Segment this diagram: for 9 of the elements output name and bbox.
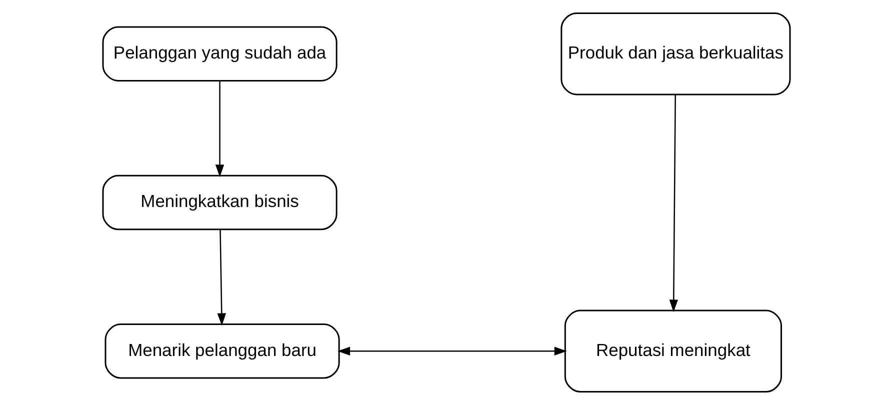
node-box: Pelanggan yang sudah ada bbox=[102, 26, 338, 82]
node-box: Menarik pelanggan baru bbox=[104, 324, 340, 379]
node-box: Produk dan jasa berkualitas bbox=[560, 12, 791, 96]
arrow bbox=[215, 80, 224, 178]
arrow bbox=[338, 346, 567, 356]
node-box: Reputasi meningkat bbox=[564, 310, 782, 392]
arrow bbox=[217, 230, 226, 326]
arrow bbox=[669, 94, 678, 312]
node-box: Meningkatkan bisnis bbox=[102, 174, 338, 230]
